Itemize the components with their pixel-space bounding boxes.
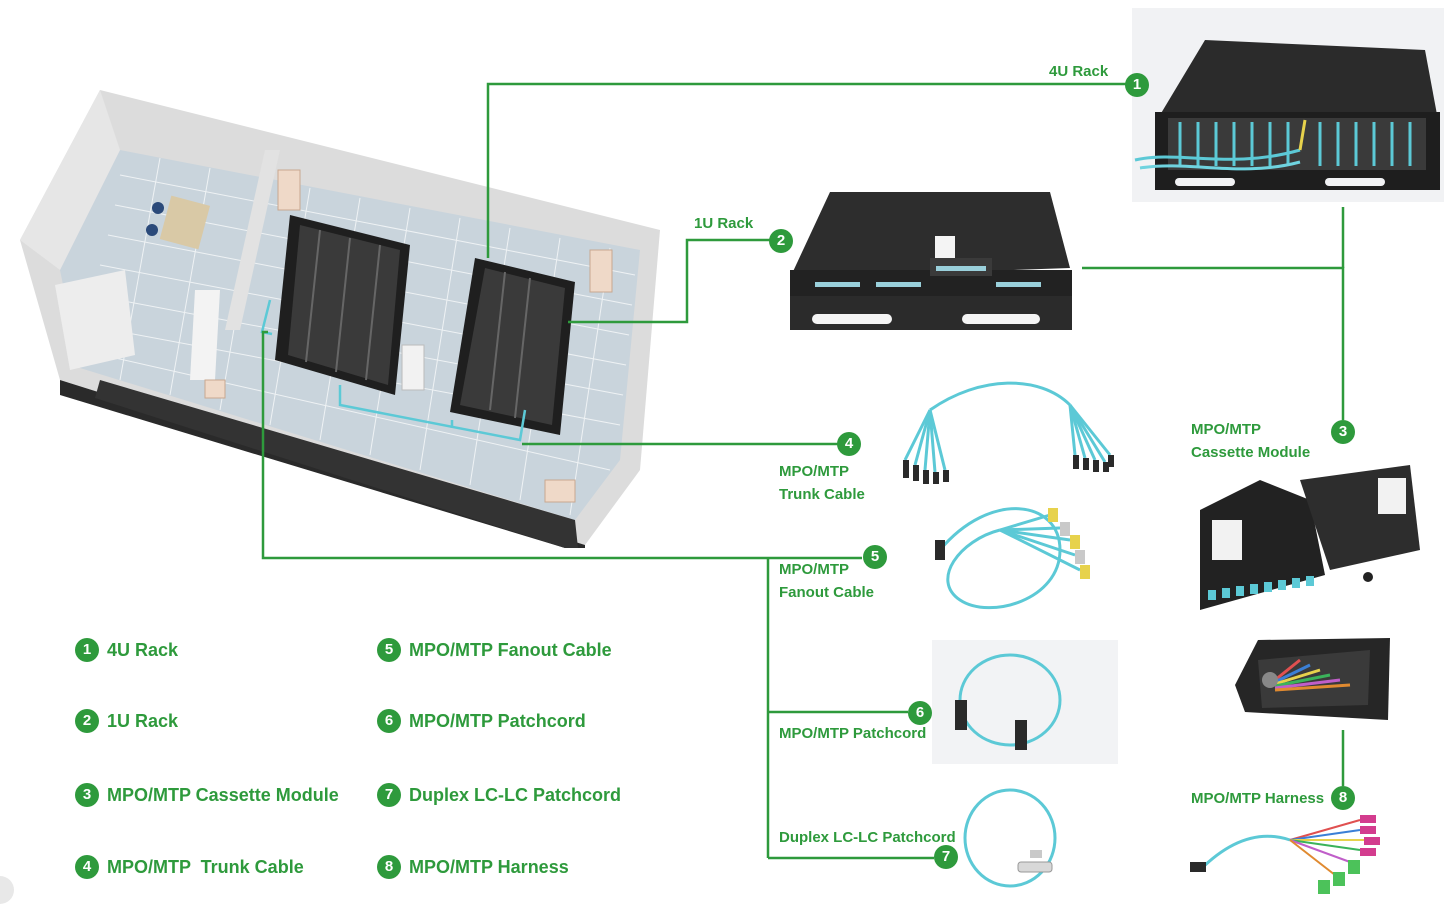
legend-text: MPO/MTP Patchcord: [409, 710, 586, 731]
legend-badge: 3: [75, 783, 99, 807]
callout-fanout-label-line2: Fanout Cable: [779, 584, 875, 601]
legend-item-4: 4 MPO/MTP Trunk Cable: [75, 855, 304, 879]
callout-badge-3: 3: [1331, 420, 1355, 444]
legend-item-5: 5 MPO/MTP Fanout Cable: [377, 638, 612, 662]
harness-cassette-image: [1235, 638, 1390, 720]
fanout-cable-image: [938, 507, 1081, 610]
legend-badge: 8: [377, 855, 401, 879]
legend-badge: 1: [75, 638, 99, 662]
legend-text: 4U Rack: [107, 639, 179, 660]
callout-trunk-label-line2: Trunk Cable: [779, 486, 865, 503]
callout-1u-rack-label: 1U Rack: [694, 215, 754, 232]
legend-badge: 5: [377, 638, 401, 662]
data-center-room: [0, 90, 660, 904]
duplex-patchcord-image: [963, 788, 1057, 888]
legend-item-1: 1 4U Rack: [75, 638, 178, 662]
leader-lines: [261, 82, 1345, 860]
legend-text: MPO/MTP Cassette Module: [107, 784, 339, 805]
callout-cassette-label-line2: Cassette Module: [1191, 444, 1311, 461]
legend-text: MPO/MTP Trunk Cable: [107, 856, 304, 877]
callout-badge-5: 5: [863, 545, 887, 569]
callout-badge-1: 1: [1125, 73, 1149, 97]
callout-trunk-label-line1: MPO/MTP: [779, 463, 849, 480]
rack-row-left: [275, 215, 410, 395]
trunk-cable-image: [903, 381, 1112, 473]
legend-item-2: 2 1U Rack: [75, 709, 178, 733]
callout-duplex-label: Duplex LC-LC Patchcord: [779, 829, 956, 846]
cassette-module-image: [1200, 465, 1420, 610]
legend-badge: 7: [377, 783, 401, 807]
legend-text: MPO/MTP Harness: [409, 856, 569, 877]
harness-cable-image: [1190, 815, 1380, 894]
callout-patchcord-label: MPO/MTP Patchcord: [779, 725, 927, 742]
legend-item-7: 7 Duplex LC-LC Patchcord: [377, 783, 621, 807]
callout-badge-8: 8: [1331, 786, 1355, 810]
callout-harness-label: MPO/MTP Harness: [1191, 790, 1325, 807]
callout-4u-rack-label: 4U Rack: [1049, 63, 1109, 80]
1u-rack-image: [790, 192, 1072, 330]
callout-fanout-label-line1: MPO/MTP: [779, 561, 849, 578]
4u-rack-image: [1132, 8, 1444, 202]
trunk-cable-connectors: [903, 455, 1114, 484]
legend-item-3: 3 MPO/MTP Cassette Module: [75, 783, 339, 807]
callout-badge-7: 7: [934, 845, 958, 869]
legend-badge: 2: [75, 709, 99, 733]
patchcord-image: [932, 640, 1118, 764]
callout-badge-2: 2: [769, 229, 793, 253]
legend-text: 1U Rack: [107, 710, 179, 731]
legend-badge: 4: [75, 855, 99, 879]
legend-item-8: 8 MPO/MTP Harness: [377, 855, 569, 879]
legend-badge: 6: [377, 709, 401, 733]
legend-item-6: 6 MPO/MTP Patchcord: [377, 709, 586, 733]
callout-cassette-label-line1: MPO/MTP: [1191, 421, 1261, 438]
callout-badge-4: 4: [837, 432, 861, 456]
legend-text: Duplex LC-LC Patchcord: [409, 784, 622, 805]
legend-text: MPO/MTP Fanout Cable: [409, 639, 612, 660]
fanout-connectors: [935, 508, 1090, 579]
rack-row-right: [450, 258, 575, 435]
callout-badge-6: 6: [908, 701, 932, 725]
